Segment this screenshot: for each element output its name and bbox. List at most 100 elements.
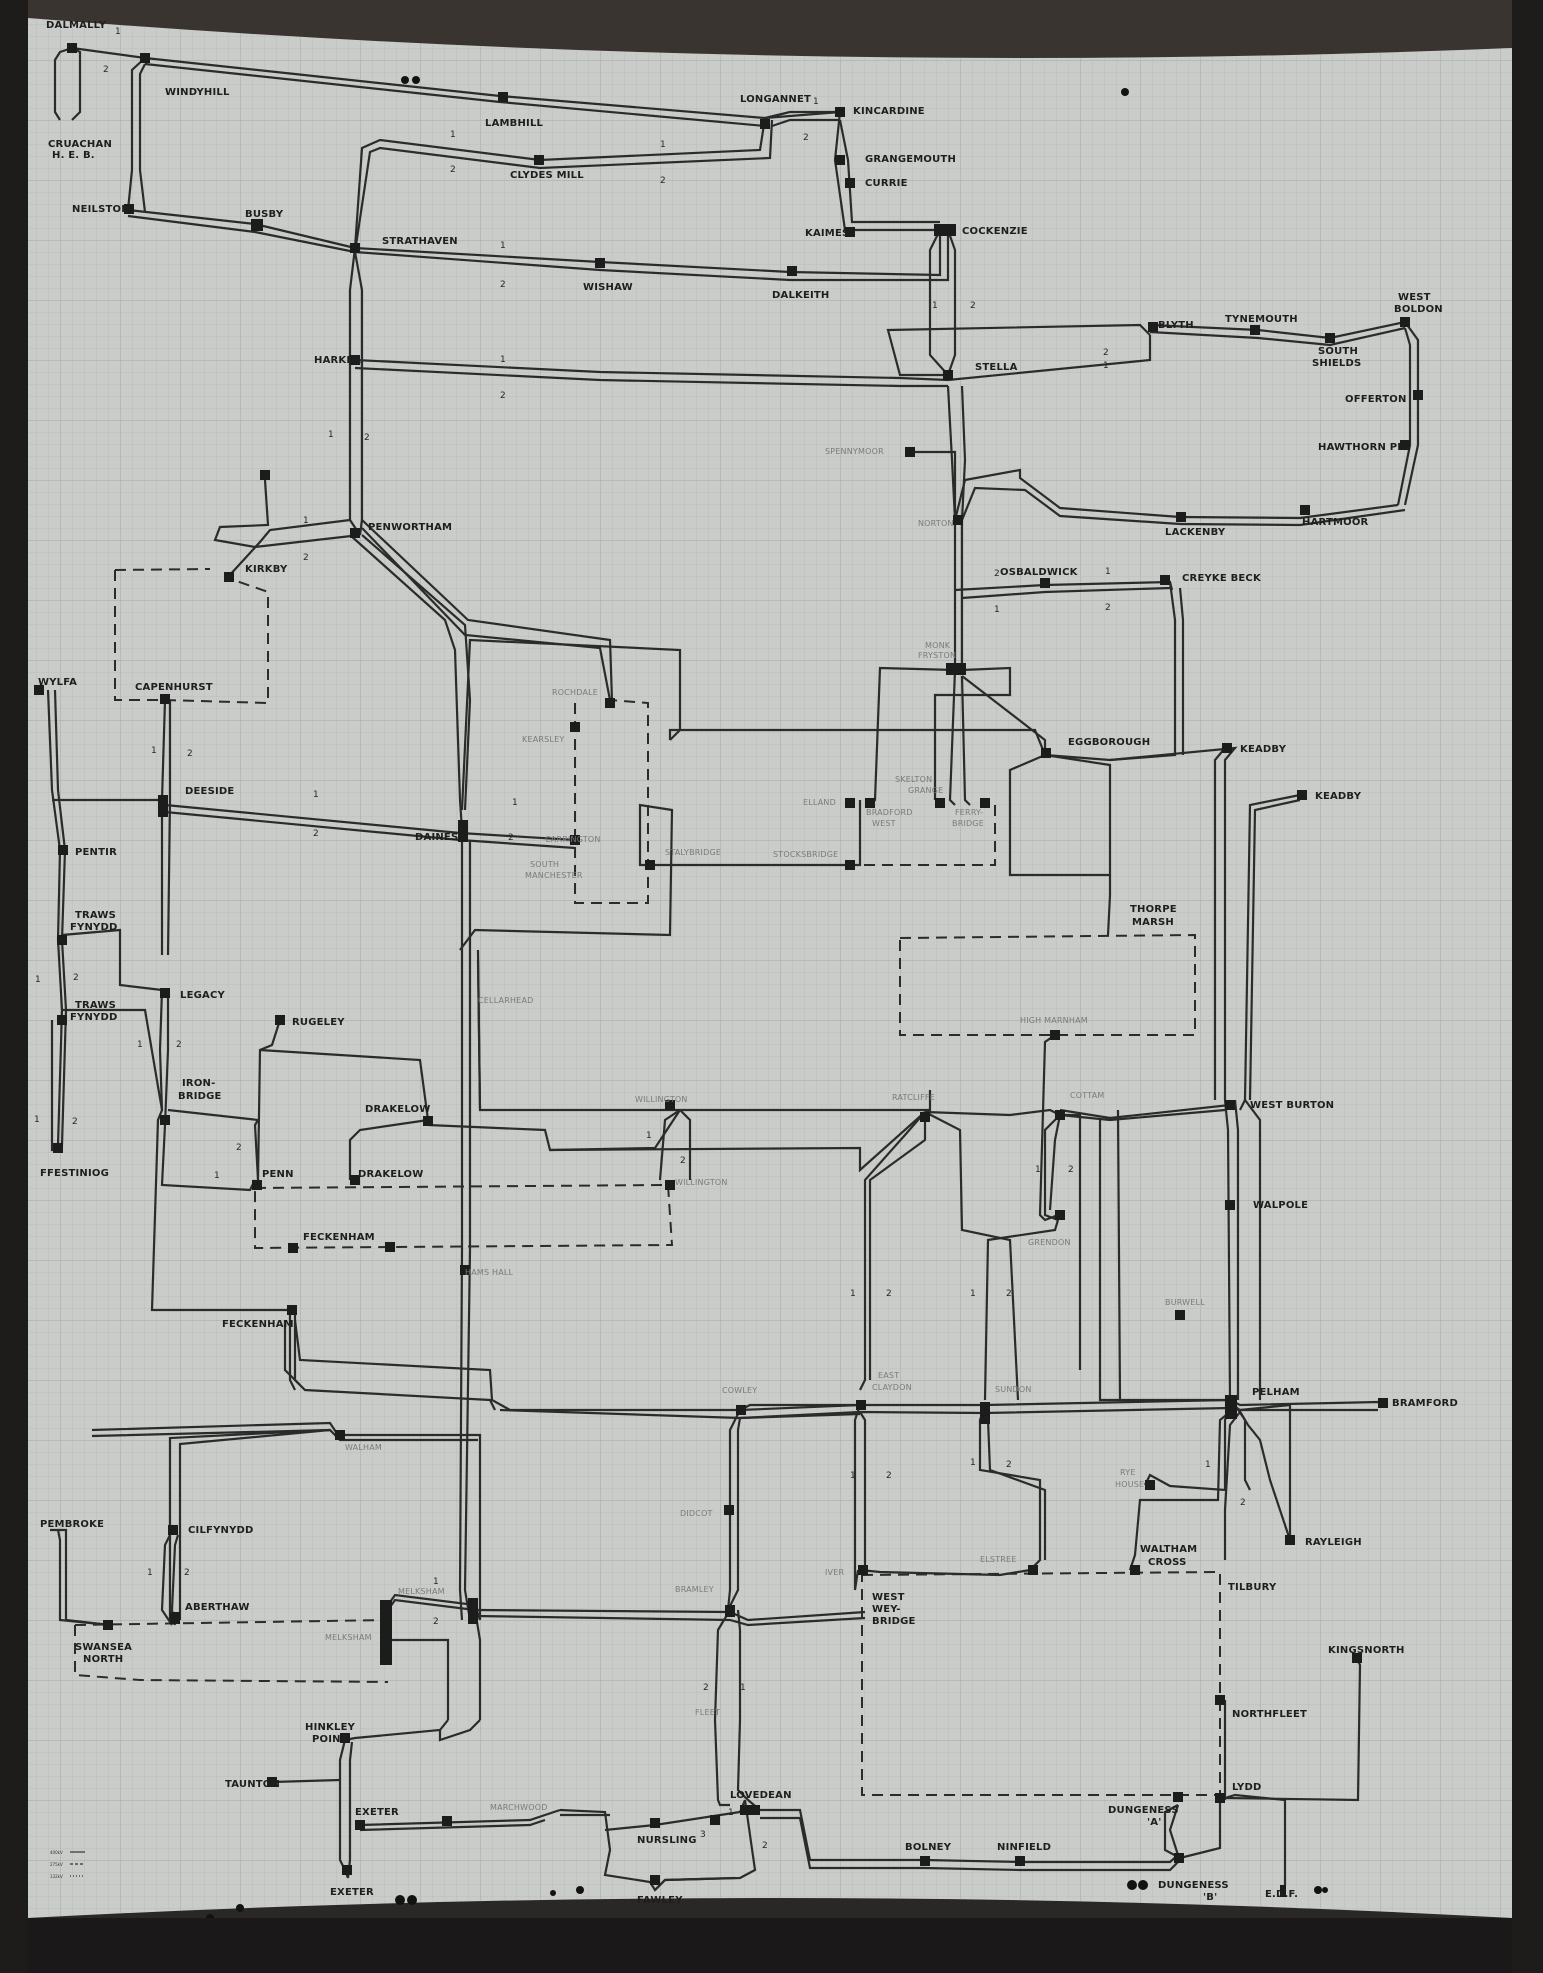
station-label: BOLDON: [1394, 304, 1443, 315]
station-label: SOUTH: [1318, 346, 1358, 357]
photo-right-edge: [1512, 0, 1543, 1973]
circuit-number: 2: [72, 1117, 78, 1127]
station-label: FYNYDD: [70, 922, 117, 933]
station-label: MANCHESTER: [525, 871, 583, 880]
circuit-number: 2: [1103, 348, 1109, 358]
voltage-legend: 400kV 275kV 132kV: [50, 1850, 85, 1879]
station-label: TYNEMOUTH: [1225, 314, 1298, 325]
station-label: RAYLEIGH: [1305, 1537, 1362, 1548]
station-label: NURSLING: [637, 1835, 697, 1846]
station-label: THORPE: [1130, 904, 1177, 915]
circuit-number: 2: [762, 1841, 768, 1851]
station-label: HINKLEY: [305, 1722, 356, 1733]
station-label: STELLA: [975, 362, 1018, 373]
circuit-number: 1: [970, 1458, 976, 1468]
station-label: FAWLEY: [637, 1895, 683, 1906]
station-label: BLYTH: [1158, 320, 1194, 331]
station-label: FLEET: [695, 1708, 720, 1717]
circuit-number: 2: [886, 1471, 892, 1481]
station-label: PENTIR: [75, 847, 117, 858]
circuit-number: 2: [364, 433, 370, 443]
circuit-number: 1: [115, 27, 121, 37]
station-label: CROSS: [1148, 1557, 1187, 1568]
station-label: WEST: [872, 819, 896, 828]
station-label: HOUSE: [1115, 1480, 1144, 1489]
station-label: WALPOLE: [1253, 1200, 1308, 1211]
circuit-number: 2: [1006, 1289, 1012, 1299]
station-label: DALMALLY: [46, 20, 107, 31]
circuit-number: 2: [500, 280, 506, 290]
station-label: NEILSTON: [72, 204, 130, 215]
station-label: DRAKELOW: [365, 1104, 430, 1115]
station-label: HAMS HALL: [465, 1268, 514, 1277]
circuit-number: 1: [500, 355, 506, 365]
circuit-number: 2: [303, 553, 309, 563]
station-label: CRUACHAN: [48, 139, 112, 150]
station-label: BUSBY: [245, 209, 284, 220]
station-labels: DALMALLY CRUACHAN H. E. B. WINDYHILL NEI…: [38, 20, 1458, 1906]
station-label: DEESIDE: [185, 786, 234, 797]
station-label: KAIMES: [805, 228, 849, 239]
station-label: NORTON: [918, 519, 954, 528]
station-label: TAUNTON: [225, 1779, 280, 1790]
station-label: MARCHWOOD: [490, 1803, 548, 1812]
circuit-number: 2: [73, 973, 79, 983]
station-label: WILLINGTON: [635, 1095, 688, 1104]
station-label: WEST BURTON: [1250, 1100, 1334, 1111]
station-label: DIDCOT: [680, 1509, 713, 1518]
station-label: OFFERTON: [1345, 394, 1407, 405]
station-label: TRAWS: [75, 1000, 116, 1011]
station-label: PELHAM: [1252, 1387, 1300, 1398]
circuit-number: 2: [236, 1143, 242, 1153]
station-label: ROCHDALE: [552, 688, 598, 697]
station-label: CURRIE: [865, 178, 908, 189]
circuit-number: 1: [214, 1171, 220, 1181]
station-label: KINGSNORTH: [1328, 1645, 1405, 1656]
circuit-number: 1: [151, 746, 157, 756]
station-label: BRIDGE: [872, 1616, 916, 1627]
station-label: FYNYDD: [70, 1012, 117, 1023]
station-label: E.D.F.: [1265, 1889, 1298, 1900]
station-label: 'B': [1203, 1892, 1217, 1903]
station-label: BRAMFORD: [1392, 1398, 1458, 1409]
station-label: CREYKE BECK: [1182, 573, 1262, 584]
circuit-number: 1: [328, 430, 334, 440]
station-label: KINCARDINE: [853, 106, 925, 117]
circuit-number: 2: [500, 391, 506, 401]
station-label: COCKENZIE: [962, 226, 1028, 237]
circuit-number: 1: [303, 516, 309, 526]
station-label: PENWORTHAM: [368, 522, 452, 533]
station-label: BRIDGE: [178, 1091, 222, 1102]
station-label: FECKENHAM: [303, 1232, 375, 1243]
station-label: GRENDON: [1028, 1238, 1071, 1247]
circuit-number: 1: [850, 1289, 856, 1299]
station-label: STOCKSBRIDGE: [773, 850, 838, 859]
station-label: POINT: [312, 1734, 348, 1745]
station-label: LACKENBY: [1165, 527, 1226, 538]
circuit-number: 2: [1240, 1498, 1246, 1508]
station-label: SUNDON: [995, 1385, 1032, 1394]
station-label: IVER: [825, 1568, 844, 1577]
circuit-number: 2: [994, 569, 1000, 579]
station-label: SOUTH: [530, 860, 559, 869]
circuit-number: 2: [450, 165, 456, 175]
station-label: DUNGENESS: [1108, 1805, 1179, 1816]
circuit-number: 3: [700, 1830, 706, 1840]
station-label: KEADBY: [1240, 744, 1287, 755]
station-label: FERRY-: [955, 808, 983, 817]
station-label: EGGBOROUGH: [1068, 737, 1150, 748]
station-label: TILBURY: [1228, 1582, 1277, 1593]
station-label: LYDD: [1232, 1782, 1261, 1793]
station-label: NORTH: [83, 1654, 123, 1665]
station-label: NORTHFLEET: [1232, 1709, 1307, 1720]
station-label: CAPENHURST: [135, 682, 213, 693]
substation-markers: [34, 43, 1423, 1897]
station-label: WEST: [1398, 292, 1431, 303]
circuit-number: 1: [994, 605, 1000, 615]
circuit-number: 2: [1006, 1460, 1012, 1470]
circuit-number: 1: [1105, 567, 1111, 577]
circuit-number: 1: [450, 130, 456, 140]
circuit-number: 2: [970, 301, 976, 311]
